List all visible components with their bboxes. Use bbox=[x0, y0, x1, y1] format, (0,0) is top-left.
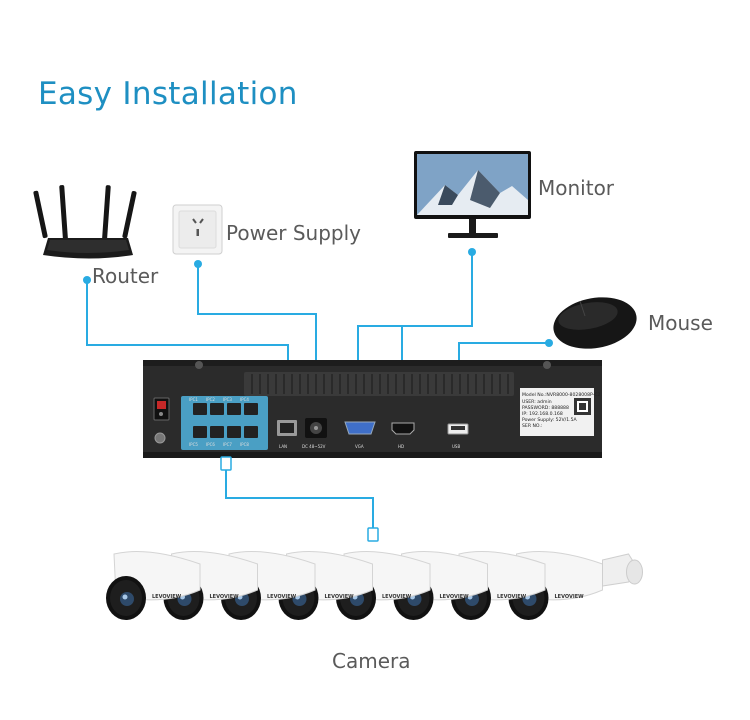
sticker-password: PASSWORD: 888888 bbox=[522, 405, 569, 411]
camera-brand-label: LEVOVIEW bbox=[382, 594, 412, 600]
poe-label-ipc4: IPC4 bbox=[240, 397, 249, 402]
monitor-dot bbox=[468, 248, 476, 256]
poe-label-ipc1: IPC1 bbox=[189, 397, 198, 402]
monitor-label: Monitor bbox=[538, 176, 615, 200]
usb-port bbox=[447, 423, 469, 435]
power-dot bbox=[194, 260, 202, 268]
router-label: Router bbox=[92, 264, 159, 288]
mouse-icon bbox=[553, 297, 637, 349]
camera-icon: LEVOVIEW bbox=[106, 551, 201, 620]
ethernet-plug-top bbox=[220, 456, 232, 471]
camera-brand-label: LEVOVIEW bbox=[440, 594, 470, 600]
camera-brand-label: LEVOVIEW bbox=[325, 594, 355, 600]
hd-port bbox=[391, 422, 415, 435]
info-sticker: Model No.:NVR8000-8028008P-C2 USER: admi… bbox=[520, 388, 601, 436]
ethernet-plug-bottom bbox=[367, 527, 379, 542]
mouse-label: Mouse bbox=[648, 311, 713, 335]
vga-label: VGA bbox=[355, 444, 364, 449]
camera-brand-label: LEVOVIEW bbox=[555, 594, 585, 600]
usb-label: USB bbox=[452, 444, 460, 449]
sticker-model: Model No.:NVR8000-8028008P-C2 bbox=[522, 392, 601, 398]
camera-brand-label: LEVOVIEW bbox=[497, 594, 527, 600]
dc-port bbox=[305, 418, 327, 438]
camera-label: Camera bbox=[332, 649, 411, 673]
mouse-dot bbox=[545, 339, 553, 347]
page-title: Easy Installation bbox=[38, 76, 298, 112]
camera-brand-label: LEVOVIEW bbox=[267, 594, 297, 600]
poe-label-ipc7: IPC7 bbox=[223, 442, 232, 447]
dc-label: DC 48~52V bbox=[302, 444, 326, 449]
poe-label-ipc6: IPC6 bbox=[206, 442, 215, 447]
sticker-ip: IP: 192.168.0.168 bbox=[522, 411, 563, 417]
poe-label-ipc3: IPC3 bbox=[223, 397, 232, 402]
router-icon bbox=[33, 185, 137, 259]
vga-port bbox=[344, 421, 376, 435]
monitor-icon bbox=[414, 151, 531, 238]
sticker-user: USER: admin bbox=[522, 399, 552, 405]
poe-label-ipc5: IPC5 bbox=[189, 442, 198, 447]
sticker-power: Power Supply: 52V/1.5A bbox=[522, 417, 578, 423]
nvr-device: IPC1 IPC2 IPC3 IPC4 IPC5 IPC6 IPC7 IPC8 bbox=[143, 360, 602, 458]
poe-ports bbox=[193, 403, 258, 438]
router-dot bbox=[83, 276, 91, 284]
ground-screw bbox=[154, 432, 166, 444]
camera-brand-label: LEVOVIEW bbox=[210, 594, 240, 600]
vent-grille bbox=[244, 372, 514, 396]
sticker-ser: SER NO.: bbox=[522, 423, 543, 429]
lan-port bbox=[277, 420, 297, 436]
lan-label: LAN bbox=[279, 444, 287, 449]
camera-row: LEVOVIEW LEVOVIEW LEVOVIEW LEVOVIEW LEVOVIEW… bbox=[106, 551, 643, 620]
poe-label-ipc2: IPC2 bbox=[206, 397, 215, 402]
power-supply-label: Power Supply bbox=[226, 221, 361, 245]
poe-label-ipc8: IPC8 bbox=[240, 442, 249, 447]
connection-dots bbox=[83, 248, 553, 347]
poe-port-labels: IPC1 IPC2 IPC3 IPC4 IPC5 IPC6 IPC7 IPC8 bbox=[189, 397, 249, 447]
power-outlet-icon bbox=[172, 204, 223, 255]
camera-line bbox=[225, 470, 374, 530]
hd-label: HD bbox=[398, 444, 404, 449]
camera-brand-label: LEVOVIEW bbox=[152, 594, 182, 600]
